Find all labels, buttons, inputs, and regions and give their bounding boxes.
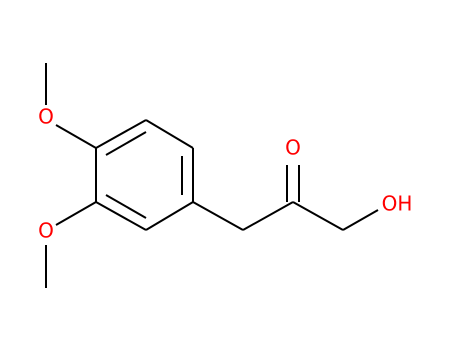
hydroxyl-label: OH [382, 192, 413, 216]
hydroxyacetone-side-chain: O OH [192, 136, 413, 231]
upper-methoxy-group: O [38, 63, 97, 149]
bond-ch2-to-carbonyl-c [242, 201, 294, 231]
lower-methoxy-oxygen-label: O [38, 219, 54, 243]
bond-ring-to-ch2 [192, 201, 244, 231]
ring-bond-top-left [95, 119, 147, 149]
bond-ring-to-upper-o [55, 124, 97, 149]
ring-bond-bottom-right [145, 201, 194, 231]
ring-inner-double-top [105, 131, 147, 156]
bond-ch2-to-hydroxyl [342, 209, 379, 231]
lower-methoxy-group: O [38, 201, 97, 288]
ring-bond-bottom-left [95, 201, 147, 231]
ring-inner-double-bottom-left [105, 194, 147, 219]
bond-ring-to-lower-o [55, 201, 97, 226]
bond-carbonyl-c-to-ch2 [292, 201, 344, 231]
upper-methoxy-oxygen-label: O [38, 105, 54, 129]
benzene-ring [95, 119, 194, 231]
ring-bond-top-right [145, 119, 194, 149]
carbonyl-oxygen-label: O [285, 136, 301, 160]
